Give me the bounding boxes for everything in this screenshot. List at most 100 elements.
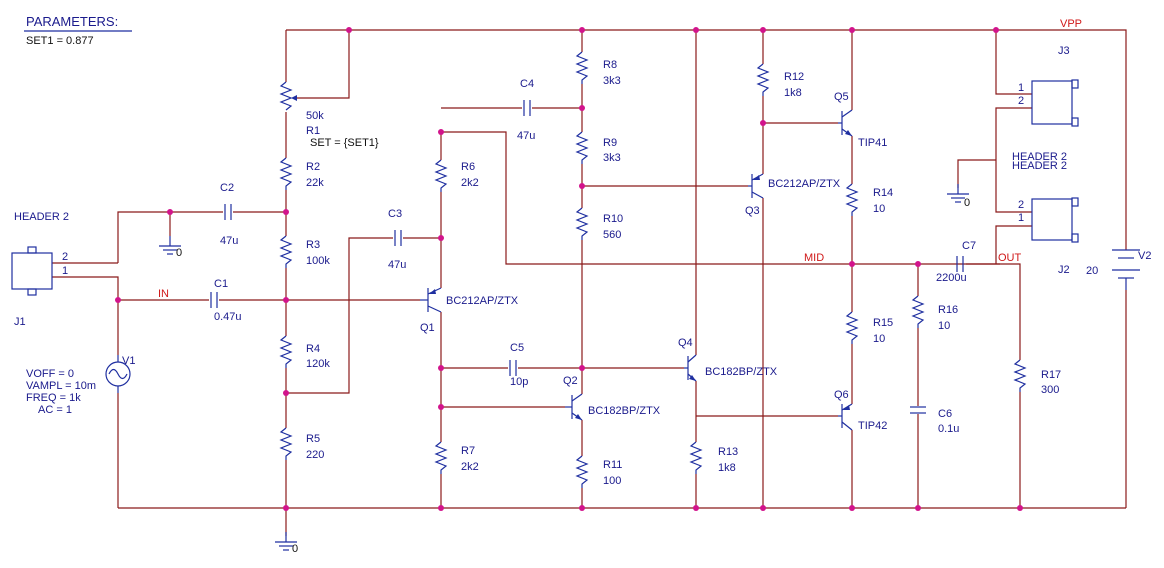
c7-value: 2200u — [936, 272, 967, 284]
r17-ref: R17 — [1041, 369, 1061, 381]
connector-j2: HEADER 2 2 1 J2 — [1012, 160, 1079, 276]
c1-ref: C1 — [214, 278, 228, 290]
r1-param: SET = {SET1} — [310, 137, 379, 149]
r10-ref: R10 — [603, 213, 623, 225]
q6-ref: Q6 — [834, 389, 849, 401]
resistor-r3: R3 100k — [279, 235, 330, 268]
j3-pin1: 1 — [1018, 82, 1024, 94]
q1-ref: Q1 — [420, 322, 435, 334]
j1-type: HEADER 2 — [14, 211, 69, 223]
v2-ref: V2 — [1138, 250, 1151, 262]
q2-ref: Q2 — [563, 375, 578, 387]
q5-model: TIP41 — [858, 137, 887, 149]
j1-pin1: 1 — [62, 265, 68, 277]
q3-model: BC212AP/ZTX — [768, 178, 841, 190]
resistor-r17: R17 300 — [1013, 359, 1061, 396]
resistor-r10: R10 560 — [575, 207, 623, 241]
transistor-q4: BC182BP/ZTX Q4 — [678, 337, 778, 382]
q4-ref: Q4 — [678, 337, 693, 349]
r1-ref: R1 — [306, 125, 320, 137]
c7-ref: C7 — [962, 240, 976, 252]
r14-ref: R14 — [873, 187, 893, 199]
v1-voff: VOFF = 0 — [26, 368, 74, 380]
resistor-r14: R14 10 — [845, 183, 893, 216]
capacitor-c6: C6 0.1u — [910, 406, 959, 435]
q6-model: TIP42 — [858, 420, 887, 432]
ground-label: 0 — [964, 197, 970, 209]
v1-ac: AC = 1 — [38, 404, 72, 416]
capacitor-c4: C4 47u — [517, 78, 535, 142]
net-label-in: IN — [158, 288, 169, 300]
r6-ref: R6 — [461, 161, 475, 173]
r16-value: 10 — [938, 320, 950, 332]
resistor-r9: R9 3k3 — [575, 131, 621, 164]
resistor-r7: R7 2k2 — [434, 441, 479, 474]
resistor-r4: R4 120k — [279, 335, 330, 370]
r2-value: 22k — [306, 177, 324, 189]
r14-value: 10 — [873, 203, 885, 215]
j2-ref: J2 — [1058, 264, 1070, 276]
r12-ref: R12 — [784, 71, 804, 83]
j2-type: HEADER 2 — [1012, 160, 1067, 172]
j3-pin2: 2 — [1018, 95, 1024, 107]
j3-ref: J3 — [1058, 45, 1070, 57]
r17-value: 300 — [1041, 384, 1059, 396]
r5-ref: R5 — [306, 433, 320, 445]
q2-model: BC182BP/ZTX — [588, 405, 661, 417]
r4-value: 120k — [306, 358, 330, 370]
v2-value: 20 — [1086, 265, 1098, 277]
capacitor-c1: C1 0.47u — [210, 278, 242, 323]
r15-value: 10 — [873, 333, 885, 345]
v1-freq: FREQ = 1k — [26, 392, 81, 404]
r8-ref: R8 — [603, 59, 617, 71]
r16-ref: R16 — [938, 304, 958, 316]
resistor-r5: R5 220 — [279, 427, 324, 461]
parameters-title: PARAMETERS: — [26, 14, 118, 29]
c4-value: 47u — [517, 130, 535, 142]
resistor-r12: R12 1k8 — [756, 63, 804, 99]
r8-value: 3k3 — [603, 75, 621, 87]
r9-value: 3k3 — [603, 152, 621, 164]
r11-ref: R11 — [603, 459, 622, 471]
r11-value: 100 — [603, 475, 621, 487]
r9-ref: R9 — [603, 137, 617, 149]
net-label-mid: MID — [804, 252, 824, 264]
resistor-r16: R16 10 — [911, 295, 958, 332]
transistor-q6: TIP42 Q6 — [834, 389, 887, 432]
c4-ref: C4 — [520, 78, 534, 90]
wires — [52, 29, 1127, 536]
r3-ref: R3 — [306, 239, 320, 251]
v1-vampl: VAMPL = 10m — [26, 380, 96, 392]
transistor-q5: TIP41 Q5 — [834, 91, 887, 149]
c6-value: 0.1u — [938, 423, 959, 435]
r12-value: 1k8 — [784, 87, 802, 99]
q1-model: BC212AP/ZTX — [446, 295, 519, 307]
net-label-vpp: VPP — [1060, 18, 1082, 30]
r2-ref: R2 — [306, 161, 320, 173]
parameters-set1: SET1 = 0.877 — [26, 35, 94, 47]
resistor-r6: R6 2k2 — [434, 159, 479, 192]
r5-value: 220 — [306, 449, 324, 461]
resistor-r8: R8 3k3 — [575, 51, 621, 87]
ground-symbol: 0 — [946, 183, 970, 209]
connector-j1: HEADER 2 2 1 J1 — [11, 211, 69, 328]
j2-pin2: 2 — [1018, 199, 1024, 211]
resistor-r15: R15 10 — [845, 311, 893, 345]
potentiometer-r1: 50k R1 SET = {SET1} — [279, 81, 379, 149]
c2-value: 47u — [220, 235, 238, 247]
c2-ref: C2 — [220, 182, 234, 194]
r3-value: 100k — [306, 255, 330, 267]
r7-ref: R7 — [461, 445, 475, 457]
ground-symbol: 0 — [158, 235, 182, 259]
r13-ref: R13 — [718, 446, 738, 458]
c6-ref: C6 — [938, 408, 952, 420]
r4-ref: R4 — [306, 343, 320, 355]
v1-ref: V1 — [122, 355, 135, 367]
parameters-block: PARAMETERS: SET1 = 0.877 — [24, 14, 132, 47]
c5-value: 10p — [510, 376, 528, 388]
c3-value: 47u — [388, 259, 406, 271]
transistor-q2: BC182BP/ZTX Q2 — [563, 375, 661, 421]
capacitor-c7: C7 2200u — [936, 240, 976, 284]
junction-dots — [115, 27, 1023, 511]
